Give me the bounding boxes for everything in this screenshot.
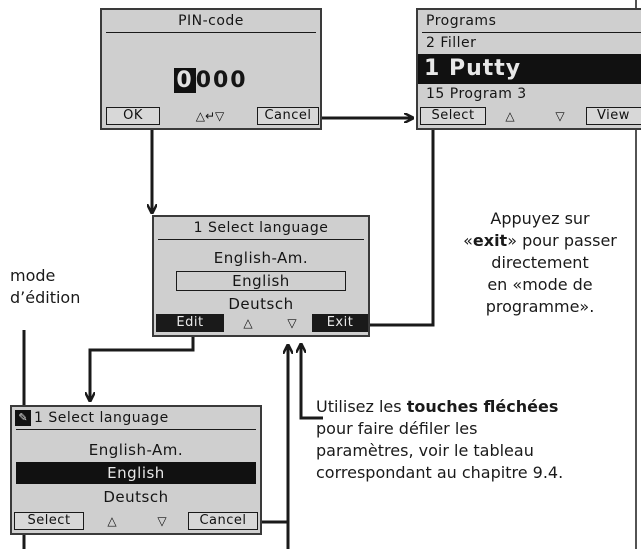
select-language-screen: 1 Select language English-Am. English De… — [152, 215, 370, 337]
edit-softkey-bar: Select △ ▽ Cancel — [12, 510, 260, 533]
edit-screen-title: 1 Select language — [34, 410, 169, 426]
edit-button[interactable]: Edit — [156, 314, 224, 332]
arrow-keys-keyword: touches fléchées — [406, 397, 559, 416]
edit-pencil-icon: ✎ — [15, 410, 31, 426]
nav-up-icon[interactable]: △ — [107, 514, 117, 528]
arrow-keys-line3: paramètres, voir le tableau — [316, 441, 534, 460]
edit-option-english-am[interactable]: English-Am. — [88, 441, 184, 459]
edit-title-rule — [16, 429, 256, 430]
select-button[interactable]: Select — [14, 512, 84, 530]
edit-mode-line2: d’édition — [10, 288, 81, 307]
arrow-edit-to-editmode — [90, 336, 195, 400]
language-title-rule — [158, 239, 364, 240]
language-screen-title: 1 Select language — [193, 220, 329, 236]
nav-up-icon[interactable]: △ — [243, 316, 253, 330]
language-option-english-current[interactable]: English — [176, 271, 346, 291]
pin-softkey-bar: OK △↵▽ Cancel — [102, 105, 320, 128]
exit-note-line3: directement — [491, 253, 589, 272]
exit-note-line4: en «mode de — [487, 275, 593, 294]
ok-button[interactable]: OK — [106, 107, 160, 125]
nav-up-enter-down-icons[interactable]: △↵▽ — [195, 109, 225, 123]
pin-code-value: 0000 — [102, 68, 320, 93]
arrow-keys-line1: Utilisez les touches fléchées — [316, 397, 559, 416]
arrow-keys-line2: pour faire défiler les — [316, 419, 478, 438]
language-softkey-bar: Edit △ ▽ Exit — [154, 312, 368, 335]
pin-title-rule — [106, 32, 316, 33]
arrow-exit-to-programs — [368, 108, 433, 327]
edit-mode-label: mode d’édition — [10, 265, 80, 309]
programs-title-rule — [422, 32, 641, 33]
program-item-program3[interactable]: 15 Program 3 — [426, 86, 527, 102]
arrow-keys-note: Utilisez les touches fléchées pour faire… — [316, 396, 638, 484]
program-item-putty-selected[interactable]: 1 Putty — [418, 54, 641, 84]
language-option-deutsch[interactable]: Deutsch — [228, 295, 294, 313]
nav-down-icon[interactable]: ▽ — [287, 316, 297, 330]
programs-title: Programs — [426, 13, 497, 29]
cancel-button[interactable]: Cancel — [257, 107, 319, 125]
exit-keyword: exit — [472, 231, 508, 250]
cancel-button[interactable]: Cancel — [188, 512, 258, 530]
edit-mode-language-screen: ✎ 1 Select language English-Am. English … — [10, 405, 262, 535]
pin-cursor-digit[interactable]: 0 — [174, 68, 196, 93]
programs-screen: Programs 2 Filler 1 Putty 15 Program 3 S… — [416, 8, 641, 130]
pin-remaining-digits: 000 — [195, 68, 248, 93]
exit-button[interactable]: Exit — [312, 314, 368, 332]
edit-mode-line1: mode — [10, 266, 56, 285]
programs-softkey-bar: Select △ ▽ View — [418, 105, 641, 128]
nav-up-icon[interactable]: △ — [505, 109, 515, 123]
nav-down-icon[interactable]: ▽ — [157, 514, 167, 528]
exit-note-line1: Appuyez sur — [490, 209, 590, 228]
pin-screen-title: PIN-code — [178, 13, 244, 29]
edit-option-english-selected[interactable]: English — [16, 462, 256, 484]
pin-code-screen: PIN-code 0000 OK △↵▽ Cancel — [100, 8, 322, 130]
view-button[interactable]: View — [586, 107, 641, 125]
exit-note-line5: programme». — [485, 297, 595, 316]
arrow-keys-line4: correspondant au chapitre 9.4. — [316, 463, 564, 482]
nav-down-icon[interactable]: ▽ — [555, 109, 565, 123]
program-item-filler[interactable]: 2 Filler — [426, 35, 477, 51]
arrow-arrow-keys-note — [301, 345, 323, 420]
edit-option-deutsch[interactable]: Deutsch — [103, 488, 169, 506]
select-button[interactable]: Select — [420, 107, 486, 125]
exit-note-line2: «exit» pour passer — [463, 231, 617, 250]
exit-note: Appuyez sur «exit» pour passer directeme… — [440, 208, 640, 318]
language-option-english-am[interactable]: English-Am. — [213, 249, 309, 267]
